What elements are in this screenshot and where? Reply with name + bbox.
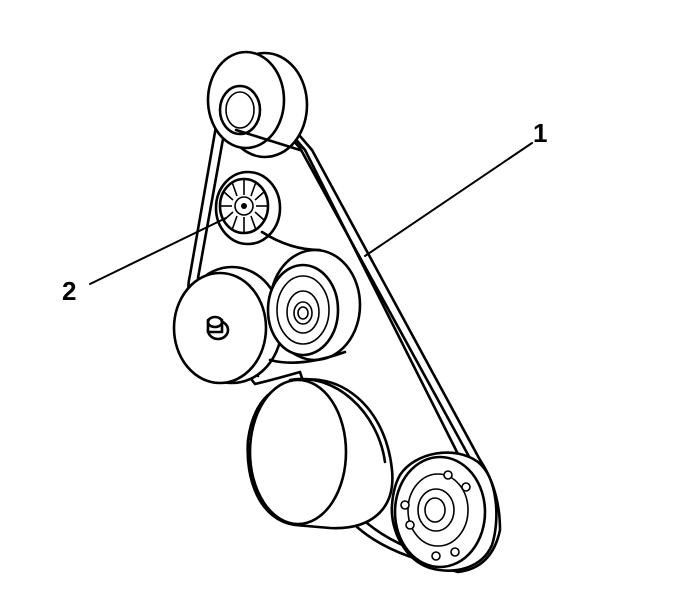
leader-line-2	[89, 217, 227, 285]
top-pulley	[206, 50, 309, 159]
callout-1-label: 1	[533, 118, 548, 148]
leader-line-1	[364, 142, 533, 257]
belt-segment-top	[234, 128, 302, 152]
crankshaft-pulley	[390, 451, 498, 572]
large-pulley	[246, 377, 394, 530]
middle-pulley	[266, 248, 362, 362]
belt-segment-middle	[260, 230, 322, 252]
left-pulley	[172, 265, 284, 385]
belt-tensioner-pulley	[214, 170, 282, 246]
callout-2-label: 2	[62, 276, 77, 306]
crankshaft-bolt-holes	[400, 470, 471, 561]
left-pulley-shaft	[206, 315, 230, 341]
belt-segment-lower-middle	[268, 350, 347, 364]
